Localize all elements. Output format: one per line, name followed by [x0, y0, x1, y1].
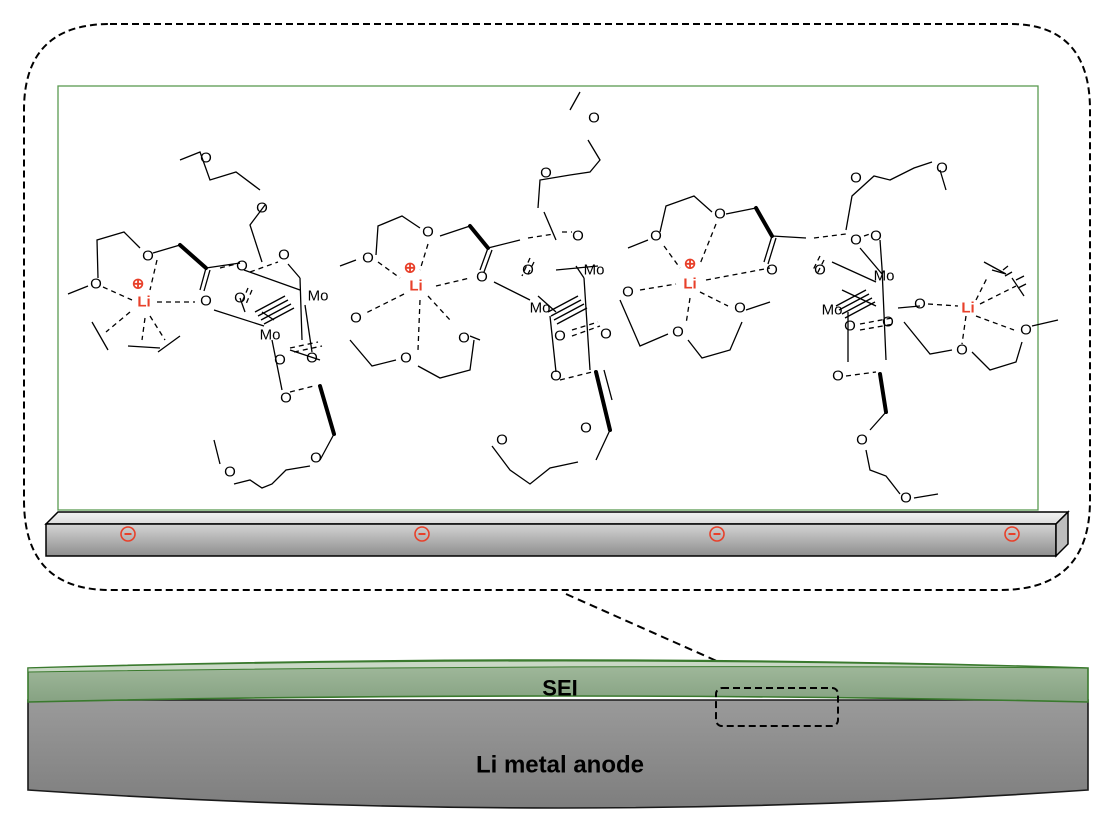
- svg-text:O: O: [882, 314, 894, 331]
- svg-text:O: O: [734, 300, 746, 317]
- negative-charge-icon: [414, 526, 430, 542]
- sei-label: SEI: [542, 676, 577, 701]
- zoom-callout-border: [23, 23, 1091, 591]
- svg-text:O: O: [956, 342, 968, 359]
- mo-atom: Mo: [822, 302, 843, 319]
- svg-text:O: O: [766, 262, 778, 279]
- svg-text:O: O: [224, 464, 236, 481]
- svg-text:O: O: [256, 200, 268, 217]
- svg-text:⊕: ⊕: [404, 260, 417, 277]
- svg-text:O: O: [310, 450, 322, 467]
- svg-text:O: O: [844, 318, 856, 335]
- svg-text:O: O: [306, 350, 318, 367]
- mo-atom: Mo: [584, 262, 605, 279]
- svg-text:O: O: [234, 290, 246, 307]
- svg-text:O: O: [476, 269, 488, 286]
- svg-text:O: O: [600, 326, 612, 343]
- mo-dimer-2: O O O O Mo Mo O O O O O O: [491, 91, 634, 485]
- svg-text:⊕: ⊕: [684, 256, 697, 273]
- mo-atom: Mo: [260, 327, 281, 344]
- svg-text:O: O: [650, 228, 662, 245]
- svg-text:O: O: [714, 206, 726, 223]
- svg-text:O: O: [522, 262, 534, 279]
- svg-text:O: O: [236, 258, 248, 275]
- molecular-inset-frame: [57, 85, 1039, 511]
- mo-atom: Mo: [530, 300, 551, 317]
- mo-dimer-3: O O O O O Mo Mo O O O O O O: [811, 160, 948, 507]
- svg-text:O: O: [540, 165, 552, 182]
- svg-text:O: O: [814, 262, 826, 279]
- negative-charge-icon: [120, 526, 136, 542]
- svg-text:O: O: [142, 248, 154, 265]
- anode-surface-bar: [44, 510, 1070, 558]
- svg-text:O: O: [900, 490, 912, 507]
- svg-text:O: O: [200, 293, 212, 310]
- li-atom: Li: [409, 278, 422, 295]
- svg-text:O: O: [496, 432, 508, 449]
- li-center-2: O O O Li ⊕ O O: [339, 215, 521, 379]
- molecular-structure: O O O Li ⊕ O O O O O Mo Mo O O O O O O: [67, 91, 1059, 507]
- svg-text:O: O: [622, 284, 634, 301]
- svg-text:O: O: [832, 368, 844, 385]
- svg-text:O: O: [572, 228, 584, 245]
- svg-text:O: O: [672, 324, 684, 341]
- svg-text:O: O: [554, 328, 566, 345]
- svg-text:O: O: [400, 350, 412, 367]
- svg-text:O: O: [458, 330, 470, 347]
- svg-text:O: O: [278, 247, 290, 264]
- mo-atom: Mo: [874, 268, 895, 285]
- negative-charge-icon: [709, 526, 725, 542]
- svg-text:O: O: [870, 228, 882, 245]
- li-atom: Li: [683, 276, 696, 293]
- anode-disk: [27, 659, 1089, 809]
- svg-text:O: O: [588, 110, 600, 127]
- svg-text:O: O: [200, 150, 212, 167]
- zoom-region-box: [715, 687, 839, 727]
- svg-text:O: O: [1020, 322, 1032, 339]
- svg-text:O: O: [90, 276, 102, 293]
- mo-atom: Mo: [308, 288, 329, 305]
- svg-text:O: O: [550, 368, 562, 385]
- li-center-1: O O O Li ⊕: [67, 231, 241, 353]
- svg-text:O: O: [350, 310, 362, 327]
- mo-dimer-1: O O O O O Mo Mo O O O O O O: [179, 150, 362, 489]
- svg-text:O: O: [856, 432, 868, 449]
- svg-text:O: O: [362, 250, 374, 267]
- li-center-3: O O O Li ⊕ O O: [619, 195, 807, 359]
- svg-text:⊕: ⊕: [132, 276, 145, 293]
- li-atom: Li: [137, 294, 150, 311]
- svg-text:O: O: [280, 390, 292, 407]
- svg-text:O: O: [274, 352, 286, 369]
- svg-text:O: O: [850, 170, 862, 187]
- svg-text:O: O: [850, 232, 862, 249]
- svg-text:O: O: [914, 296, 926, 313]
- anode-label: Li metal anode: [476, 752, 644, 779]
- li-center-4: Li O O: [903, 261, 1059, 371]
- svg-text:O: O: [936, 160, 948, 177]
- svg-text:O: O: [580, 420, 592, 437]
- li-atom: Li: [961, 300, 974, 317]
- svg-text:O: O: [422, 224, 434, 241]
- negative-charge-icon: [1004, 526, 1020, 542]
- surface-negative-charges: [120, 526, 1020, 542]
